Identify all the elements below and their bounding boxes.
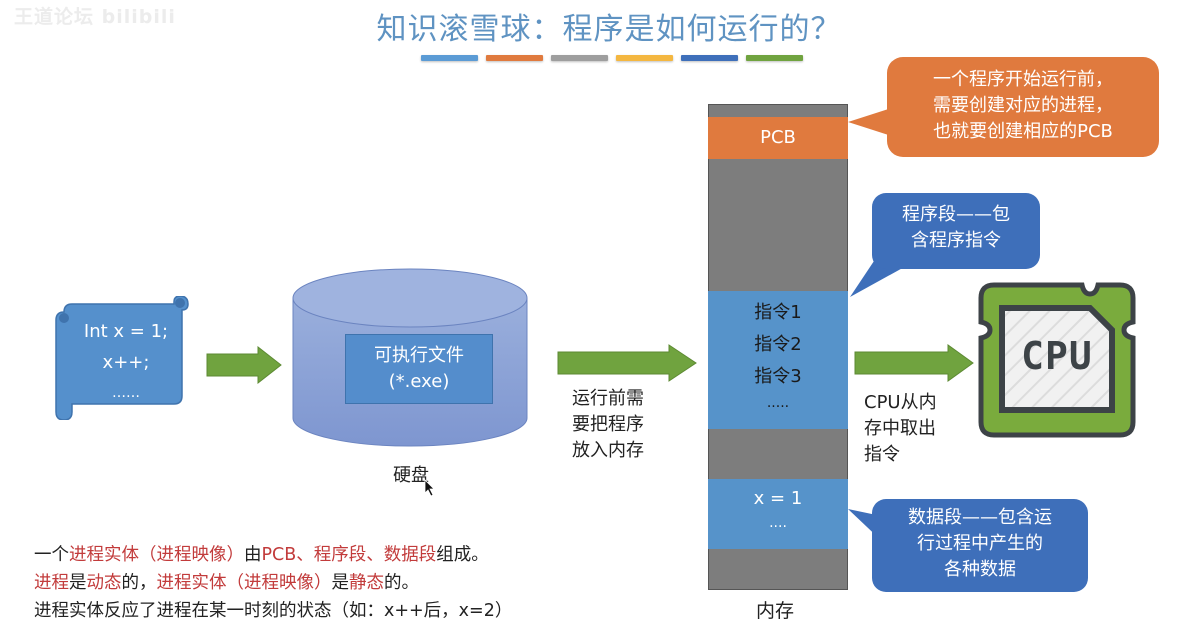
code-line: …… [112, 385, 140, 401]
caption-line: 存中取出 [864, 418, 936, 439]
callout-pointer [848, 106, 898, 138]
pcb-segment: PCB [708, 117, 848, 159]
caption-line: 运行前需 [572, 388, 644, 409]
caption-line: 要把程序 [572, 414, 644, 435]
arrow-right-icon [206, 346, 282, 384]
callout-line: 含程序指令 [911, 230, 1001, 251]
data-value: x = 1 [753, 488, 803, 509]
callout-line: 需要创建对应的进程， [933, 95, 1113, 116]
title-bar-6 [746, 55, 803, 61]
note-line-1: 一个进程实体（进程映像）由PCB、程序段、数据段组成。 [34, 541, 512, 569]
arrow-right-icon [557, 344, 697, 382]
title-color-bars [421, 55, 803, 61]
cpu-icon [978, 282, 1136, 438]
instruction: 指令1 [754, 302, 802, 323]
code-line: Int x = 1; [83, 321, 169, 342]
arrow-right-icon [854, 344, 974, 382]
disk-label: 硬盘 [393, 465, 429, 486]
summary-notes: 一个进程实体（进程映像）由PCB、程序段、数据段组成。 进程是动态的，进程实体（… [34, 541, 512, 625]
data-segment: x = 1 .... [708, 479, 848, 549]
caption-line: 放入内存 [572, 440, 644, 461]
mouse-cursor-icon [424, 479, 435, 497]
note-line-2: 进程是动态的，进程实体（进程映像）是静态的。 [34, 569, 512, 597]
exe-label: 可执行文件 [374, 345, 464, 366]
instruction: 指令2 [754, 334, 802, 355]
caption-line: CPU从内 [864, 392, 937, 413]
fetch-caption: CPU从内 存中取出 指令 [864, 390, 937, 468]
code-line: x++; [102, 352, 150, 373]
highlighted-term: 进程 [34, 573, 69, 593]
data-segment-callout: 数据段——包含运 行过程中产生的 各种数据 [872, 499, 1088, 592]
code-segment-callout: 程序段——包 含程序指令 [872, 193, 1040, 269]
highlighted-term: 静态 [349, 573, 384, 593]
source-code: Int x = 1; x++; …… [68, 316, 184, 409]
page-title: 知识滚雪球：程序是如何运行的？ [376, 12, 842, 47]
watermark: 王道论坛 bilibili [14, 6, 176, 28]
instruction-ellipsis: ..... [766, 395, 790, 411]
callout-line: 行过程中产生的 [917, 533, 1043, 554]
note-text: 的， [121, 573, 157, 593]
data-ellipsis: .... [769, 515, 787, 531]
source-code-scroll-icon [55, 296, 189, 420]
note-text: 的。 [384, 573, 419, 593]
note-text: 是 [331, 573, 350, 593]
instruction: 指令3 [754, 366, 802, 387]
callout-line: 各种数据 [944, 559, 1016, 580]
memory-label: 内存 [756, 600, 795, 622]
executable-file: 可执行文件 (*.exe) [345, 334, 493, 404]
title-bar-2 [486, 55, 543, 61]
highlighted-term: 进程实体（进程映像） [69, 545, 244, 565]
caption-line: 指令 [864, 444, 900, 465]
note-text: 由 [244, 545, 262, 565]
pcb-callout: 一个程序开始运行前， 需要创建对应的进程， 也就要创建相应的PCB [887, 57, 1159, 157]
code-segment: 指令1 指令2 指令3 ..... [708, 291, 848, 429]
title-bar-3 [551, 55, 608, 61]
note-line-3: 进程实体反应了进程在某一时刻的状态（如：x++后，x=2） [34, 601, 513, 621]
callout-line: 数据段——包含运 [908, 507, 1052, 528]
highlighted-term: 进程实体（进程映像） [156, 573, 332, 593]
note-text: 是 [69, 573, 87, 593]
highlighted-term: PCB、程序段、数据段 [261, 545, 437, 565]
load-caption: 运行前需 要把程序 放入内存 [572, 386, 644, 464]
title-bar-1 [421, 55, 478, 61]
title-bar-4 [616, 55, 673, 61]
note-text: 组成。 [436, 545, 489, 565]
callout-line: 一个程序开始运行前， [933, 69, 1113, 90]
cpu-label: CPU [1021, 334, 1093, 378]
callout-line: 也就要创建相应的PCB [933, 121, 1113, 142]
highlighted-term: 动态 [86, 573, 122, 593]
note-text: 一个 [34, 545, 69, 565]
callout-line: 程序段——包 [902, 204, 1010, 225]
title-bar-5 [681, 55, 738, 61]
exe-extension: (*.exe) [388, 371, 450, 392]
